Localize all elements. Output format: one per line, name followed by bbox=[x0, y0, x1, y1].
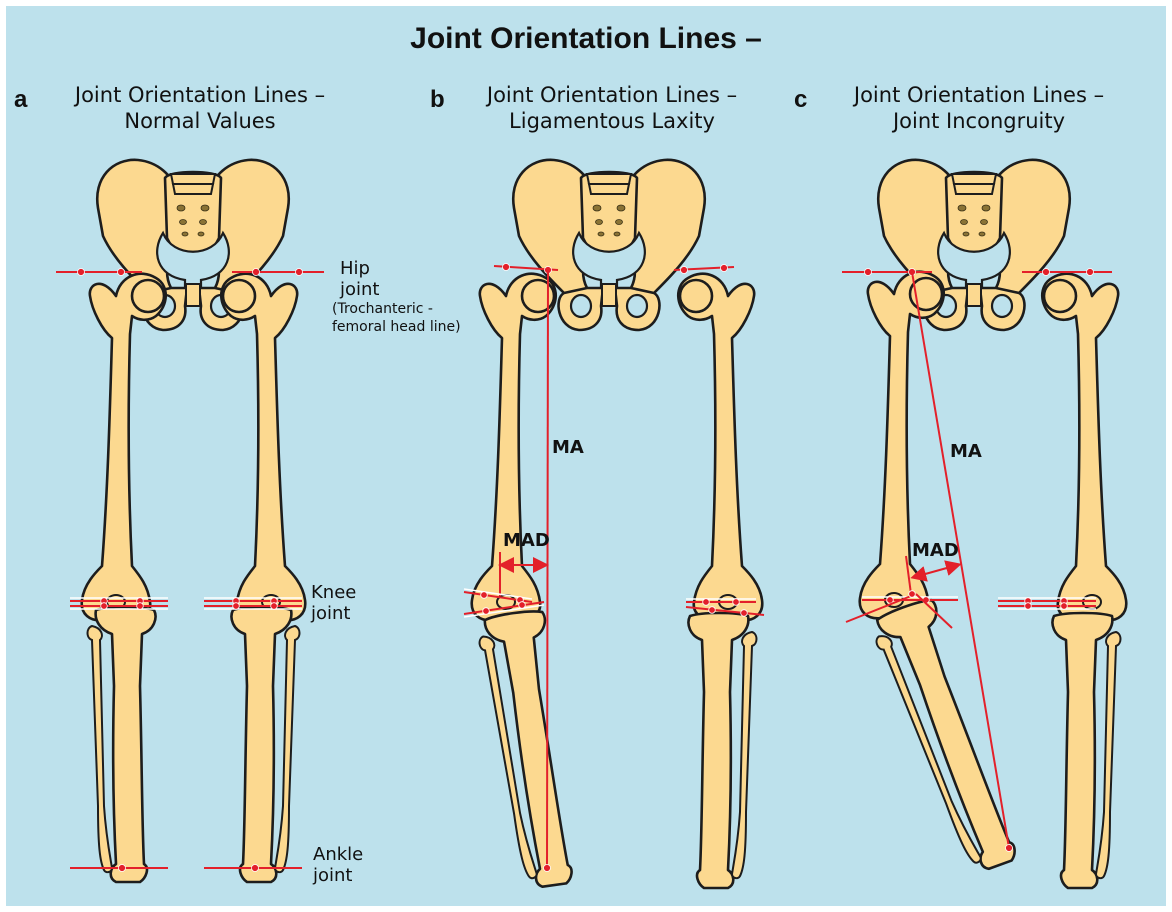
panel-b-tibia-right bbox=[689, 613, 757, 888]
panel-c-tibia-right bbox=[1053, 613, 1121, 888]
panel-b-femur-left bbox=[472, 274, 556, 623]
panel-a-skeleton bbox=[82, 160, 306, 882]
panel-c-mad-label: MAD bbox=[912, 540, 959, 561]
skeleton-illustration: MA MAD bbox=[6, 6, 1166, 906]
panel-a-tibia-right bbox=[232, 607, 300, 882]
panel-c-femur-right bbox=[1042, 274, 1126, 623]
panel-c-ma-label: MA bbox=[950, 441, 982, 462]
panel-b-femur-right bbox=[678, 274, 762, 623]
panel-c-skeleton bbox=[860, 160, 1127, 888]
figure-frame: Joint Orientation Lines – a Joint Orient… bbox=[6, 6, 1166, 906]
panel-a-tibia-left bbox=[88, 607, 156, 882]
panel-b-ma-label: MA bbox=[552, 437, 584, 458]
panel-b-mad-label: MAD bbox=[503, 530, 550, 551]
panel-b-skeleton bbox=[472, 160, 763, 891]
panel-b-tibia-left bbox=[476, 609, 582, 891]
panel-c-tibia-left bbox=[868, 597, 1026, 879]
panel-b-mechanical-axis bbox=[547, 270, 548, 868]
